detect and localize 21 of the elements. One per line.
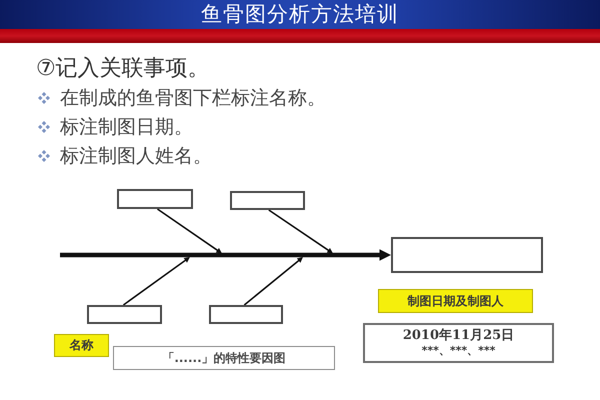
arrow: [156, 208, 222, 254]
arrow: [244, 257, 304, 306]
date-panel: [363, 323, 554, 363]
name-tag: 名称: [54, 334, 109, 357]
slide-title: 鱼骨图分析方法培训: [201, 2, 399, 27]
arrow: [60, 249, 391, 261]
empty-box: [391, 237, 543, 273]
date-text: 2010年11月25日: [402, 328, 514, 344]
date-tag: 制图日期及制图人: [378, 289, 533, 313]
empty-box: [230, 191, 305, 210]
step-heading: ⑦记入关联事项。: [36, 56, 210, 82]
bullet-text: 在制成的鱼骨图下栏标注名称。: [60, 86, 326, 110]
empty-box: [87, 305, 162, 324]
bullet-text: 标注制图人姓名。: [60, 144, 212, 168]
arrow: [122, 257, 190, 306]
arrow: [268, 209, 334, 254]
bullet-text: 标注制图日期。: [60, 115, 193, 139]
author-text: ***、***、***: [422, 344, 496, 358]
name-panel: 「......」的特性要因图: [113, 346, 335, 370]
empty-box: [209, 305, 283, 324]
empty-box: [117, 189, 193, 209]
